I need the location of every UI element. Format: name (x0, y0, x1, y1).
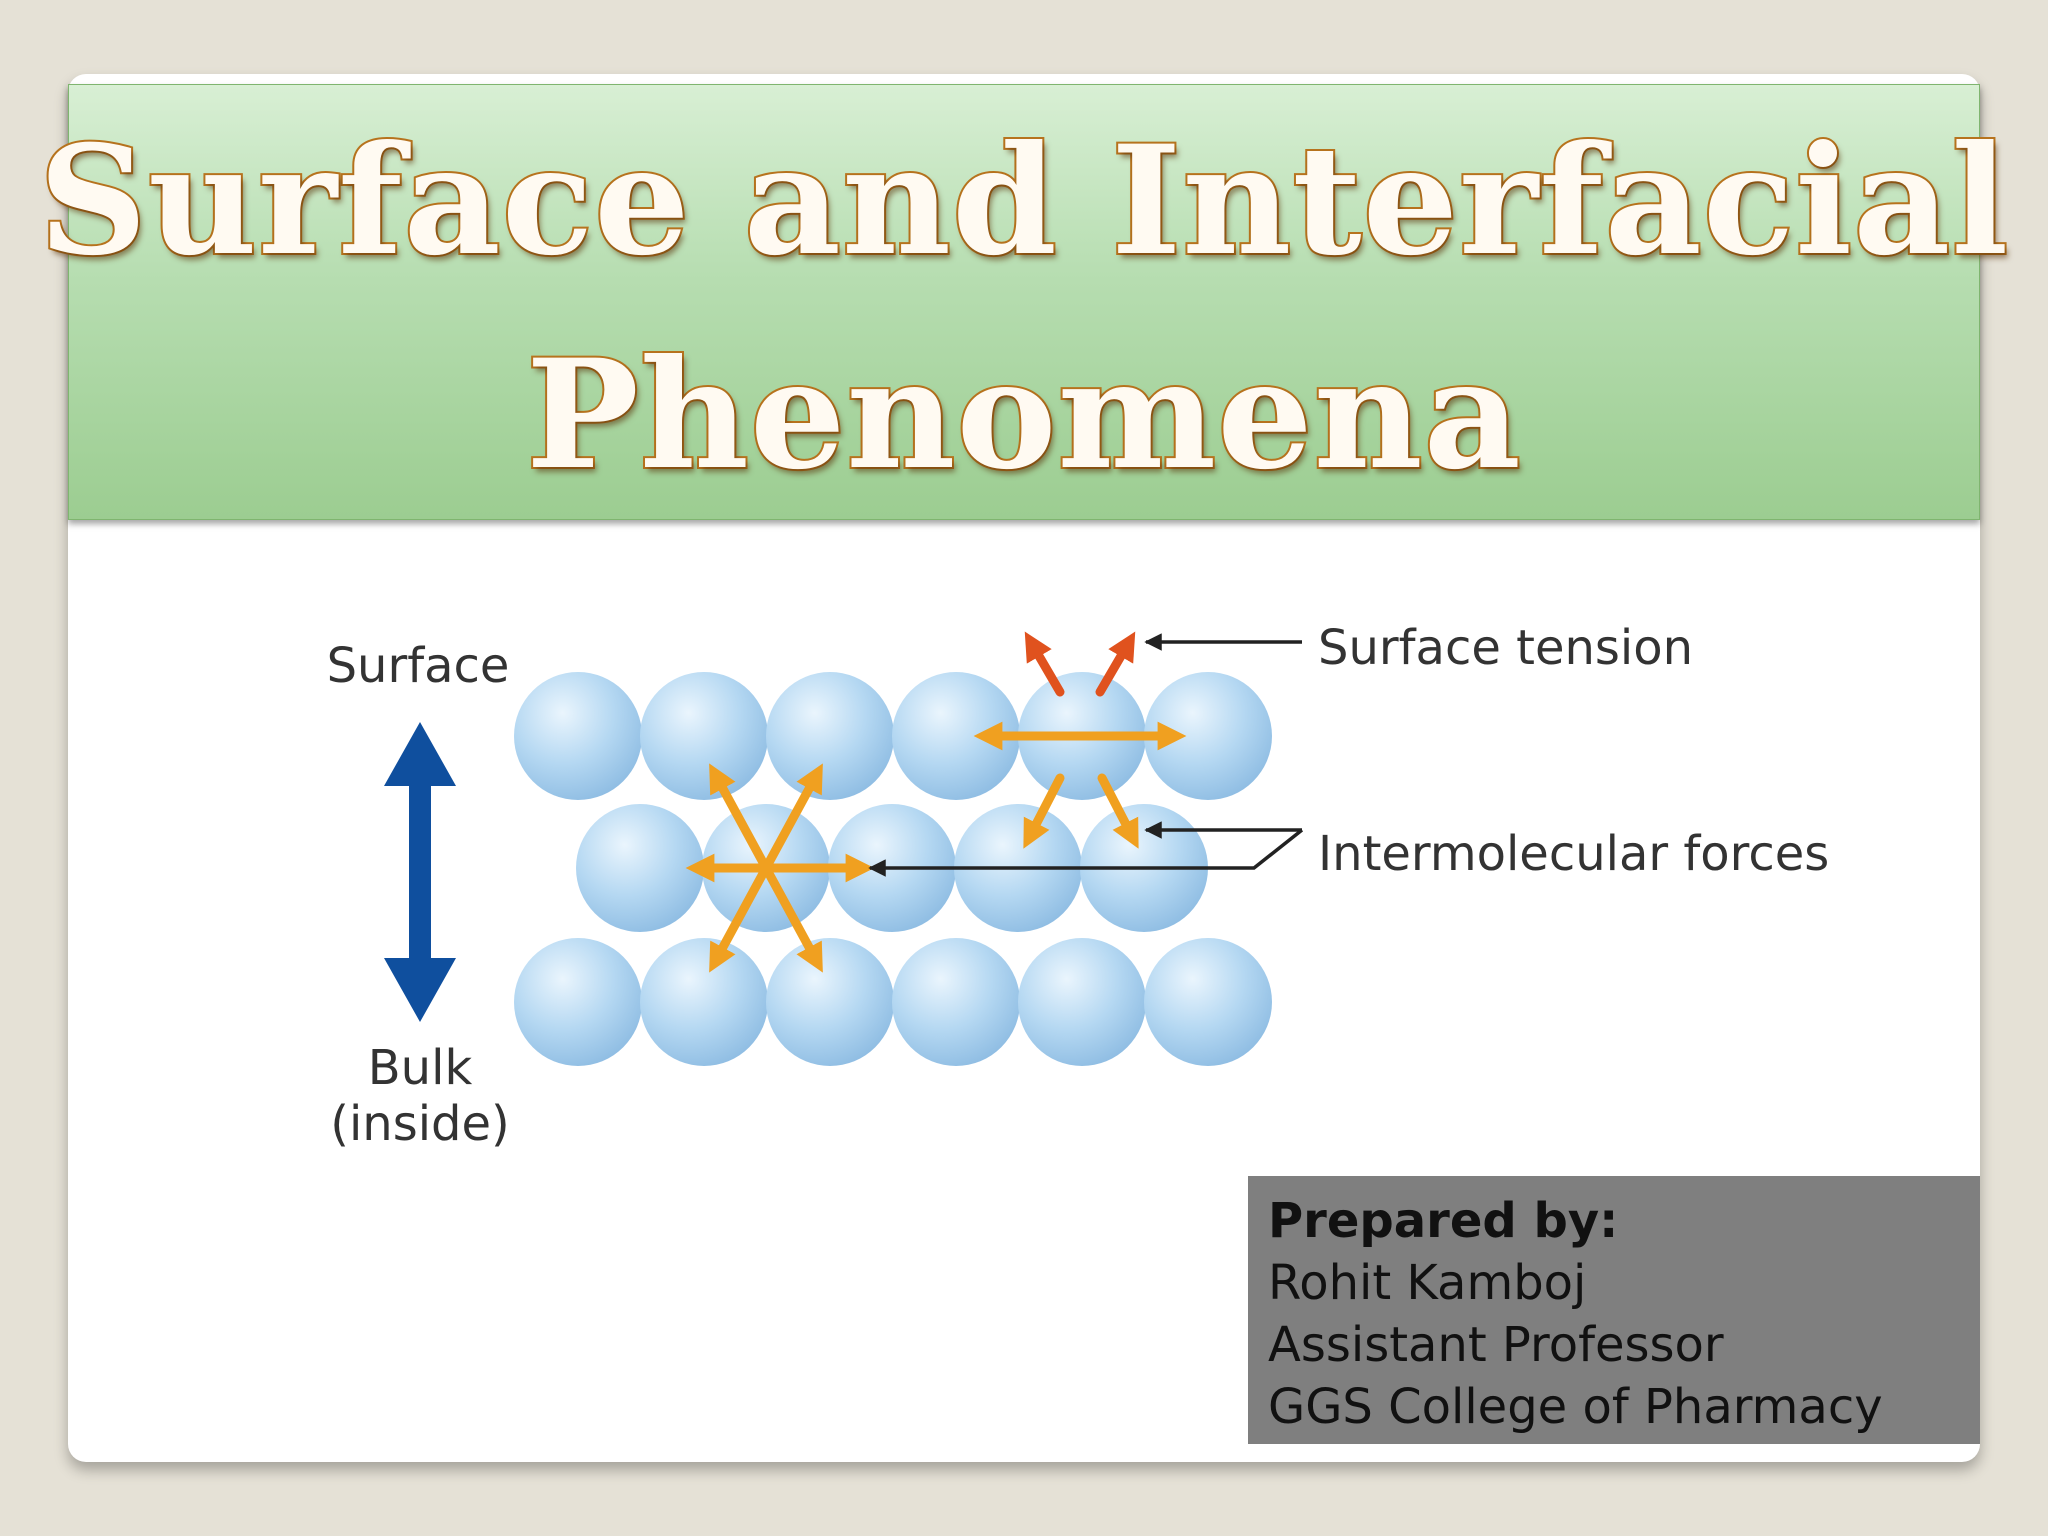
molecule (576, 804, 704, 932)
force-arrow (1097, 773, 1139, 849)
molecule (766, 672, 894, 800)
bulk-inside-label: (inside) (330, 1096, 510, 1152)
intermolecular-forces-label: Intermolecular forces (1318, 826, 1829, 882)
pointer-lines (868, 633, 1304, 877)
molecule (1144, 672, 1272, 800)
molecule (892, 938, 1020, 1066)
molecule (640, 672, 768, 800)
bulk-force-arrows (685, 763, 875, 973)
surface-tension-arrow (1095, 631, 1136, 697)
molecule (514, 672, 642, 800)
molecule-row-bottom (514, 938, 1272, 1066)
surface-bulk-double-arrow (384, 722, 456, 1022)
surface-tension-arrow (1024, 631, 1065, 697)
molecule (1018, 938, 1146, 1066)
slide-title-line-2: Phenomena (524, 327, 1523, 503)
molecule (892, 672, 1020, 800)
surface-tension-arrows (1024, 631, 1136, 697)
surface-force-arrows (973, 721, 1187, 849)
force-arrow (1023, 773, 1065, 849)
molecule (1144, 938, 1272, 1066)
bulk-force-pointer (868, 828, 1304, 877)
molecule-row-surface (514, 672, 1272, 800)
credits-heading: Prepared by: (1268, 1193, 1619, 1249)
molecule (514, 938, 642, 1066)
surface-tension-label: Surface tension (1318, 620, 1693, 676)
author-designation: Assistant Professor (1268, 1317, 1724, 1373)
force-arrow (709, 763, 823, 973)
author-institution: GGS College of Pharmacy (1268, 1379, 1883, 1435)
bulk-label: Bulk (368, 1040, 473, 1096)
title-banner (68, 84, 1980, 520)
author-name: Rohit Kamboj (1268, 1255, 1587, 1311)
molecule (640, 938, 768, 1066)
slide-title-line-1: Surface and Interfacial (37, 113, 2011, 289)
surface-label: Surface (327, 638, 510, 694)
credits-box: Prepared by: Rohit Kamboj Assistant Prof… (1248, 1176, 1980, 1444)
molecule (766, 938, 894, 1066)
